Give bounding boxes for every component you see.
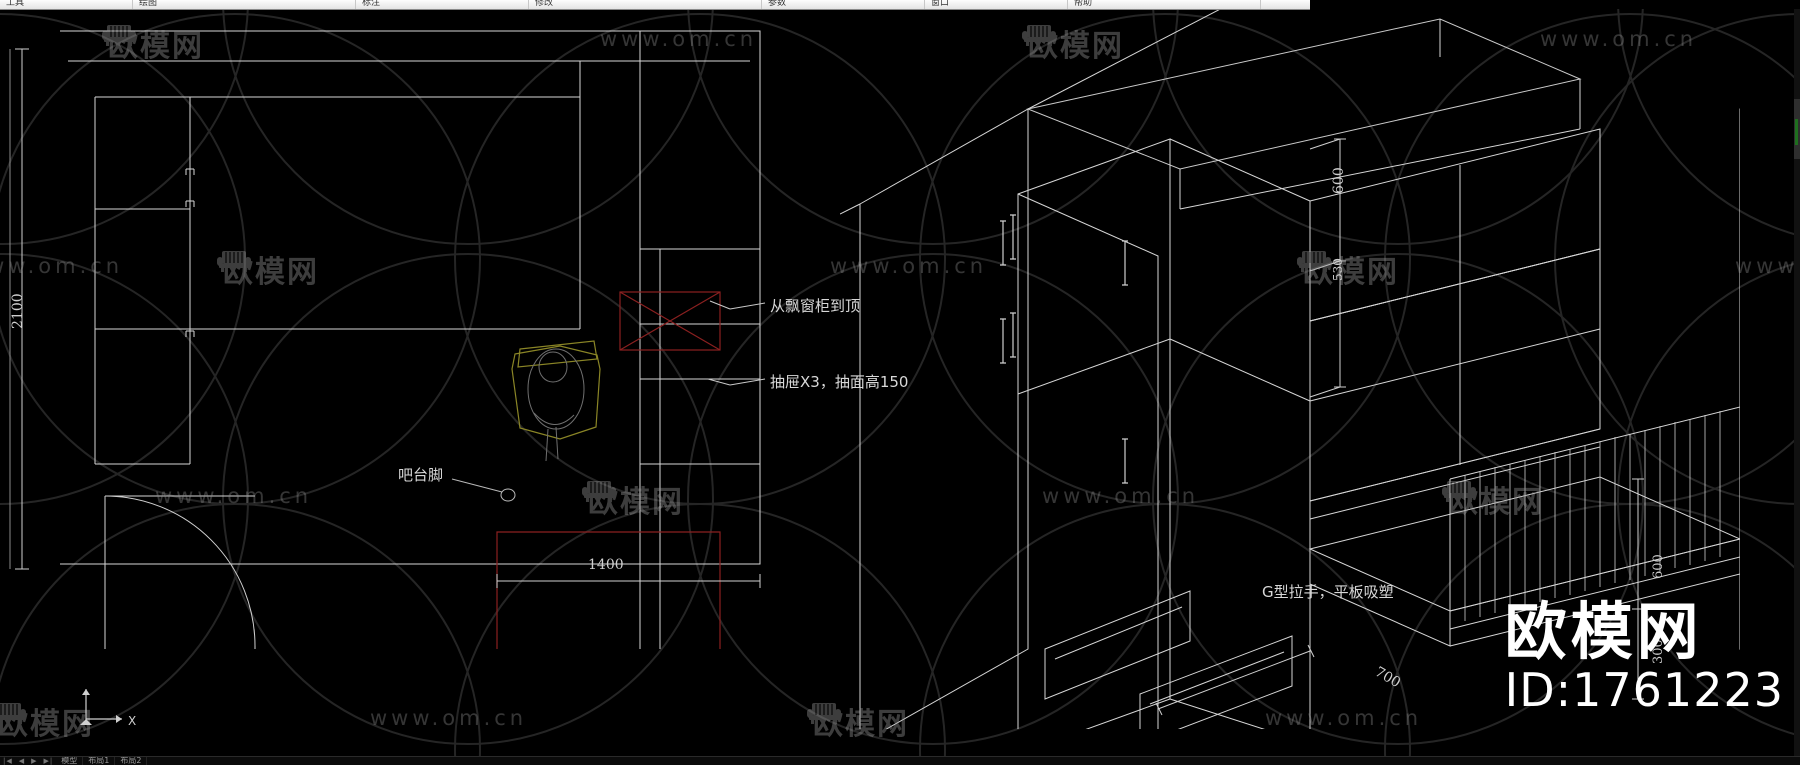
chair-symbol [511, 340, 601, 440]
dimension-line-2100 [9, 48, 29, 570]
layout-tab-bar[interactable]: |◀ ◀ ▶ ▶| 模型 布局1 布局2 [0, 756, 1800, 765]
dim-text-600: 600 [1331, 167, 1347, 194]
annotation-handle: G型拉手，平板吸塑 [1262, 583, 1394, 601]
floor-plan-drawing [9, 30, 761, 649]
menu-item-0[interactable]: 工具 [0, 0, 133, 9]
watermark-arc-pattern [0, 9, 1800, 757]
tab-nav-first[interactable]: |◀ [3, 757, 13, 765]
dim-text-right-a: 600 [1651, 554, 1666, 579]
ucs-x-label: X [128, 714, 136, 728]
menu-item-6[interactable]: 帮助 [1068, 0, 1261, 9]
dim-text-530: 530 [1331, 258, 1345, 281]
menu-item-1[interactable]: 绘图 [133, 0, 356, 9]
dimension-line-1400 [496, 574, 761, 588]
cabinet-handles [1000, 214, 1128, 484]
layout-tabs[interactable]: 模型 布局1 布局2 [56, 757, 148, 765]
menu-item-5[interactable]: 窗口 [925, 0, 1068, 9]
annotation-leader-lines [707, 300, 766, 386]
cad-drawing-canvas[interactable]: 从飘窗柜到顶 抽屉X3，抽面高150 G型拉手，平板吸塑 吧台脚 1400 21… [0, 9, 1800, 757]
tab-nav-prev[interactable]: ◀ [18, 757, 26, 765]
red-bar-counter [496, 531, 721, 649]
dimension-right-stack [1632, 478, 1644, 700]
annotation-bar-leg: 吧台脚 [398, 466, 444, 484]
dim-text-2100: 2100 [10, 293, 26, 329]
dim-text-1400: 1400 [588, 557, 624, 573]
tab-nav-last[interactable]: ▶| [43, 757, 54, 765]
menu-item-3[interactable]: 修改 [529, 0, 762, 9]
dimension-700 [1155, 644, 1315, 716]
menu-item-4[interactable]: 参数 [762, 0, 925, 9]
isometric-cabinet-drawing [840, 9, 1740, 729]
menu-item-2[interactable]: 标注 [356, 0, 529, 9]
layout-tab-layout2[interactable]: 布局2 [115, 757, 148, 765]
person-symbol [527, 348, 585, 462]
layout-tab-model[interactable]: 模型 [56, 757, 84, 765]
bar-leg-leader [451, 478, 516, 502]
vertical-scrollbar[interactable] [1794, 9, 1800, 757]
dimension-600-530 [1309, 138, 1346, 398]
layout-tab-layout1[interactable]: 布局1 [83, 757, 116, 765]
tab-nav-next[interactable]: ▶ [31, 757, 38, 765]
menu-bar[interactable]: 工具 绘图 标注 修改 参数 窗口 帮助 [0, 0, 1310, 10]
annotation-drawers: 抽屉X3，抽面高150 [770, 373, 909, 391]
annotation-to-ceiling: 从飘窗柜到顶 [770, 297, 861, 315]
dim-text-right-b: 300 [1651, 639, 1666, 664]
red-cabinet-hatch [619, 291, 721, 351]
scrollbar-marker [1795, 119, 1798, 145]
